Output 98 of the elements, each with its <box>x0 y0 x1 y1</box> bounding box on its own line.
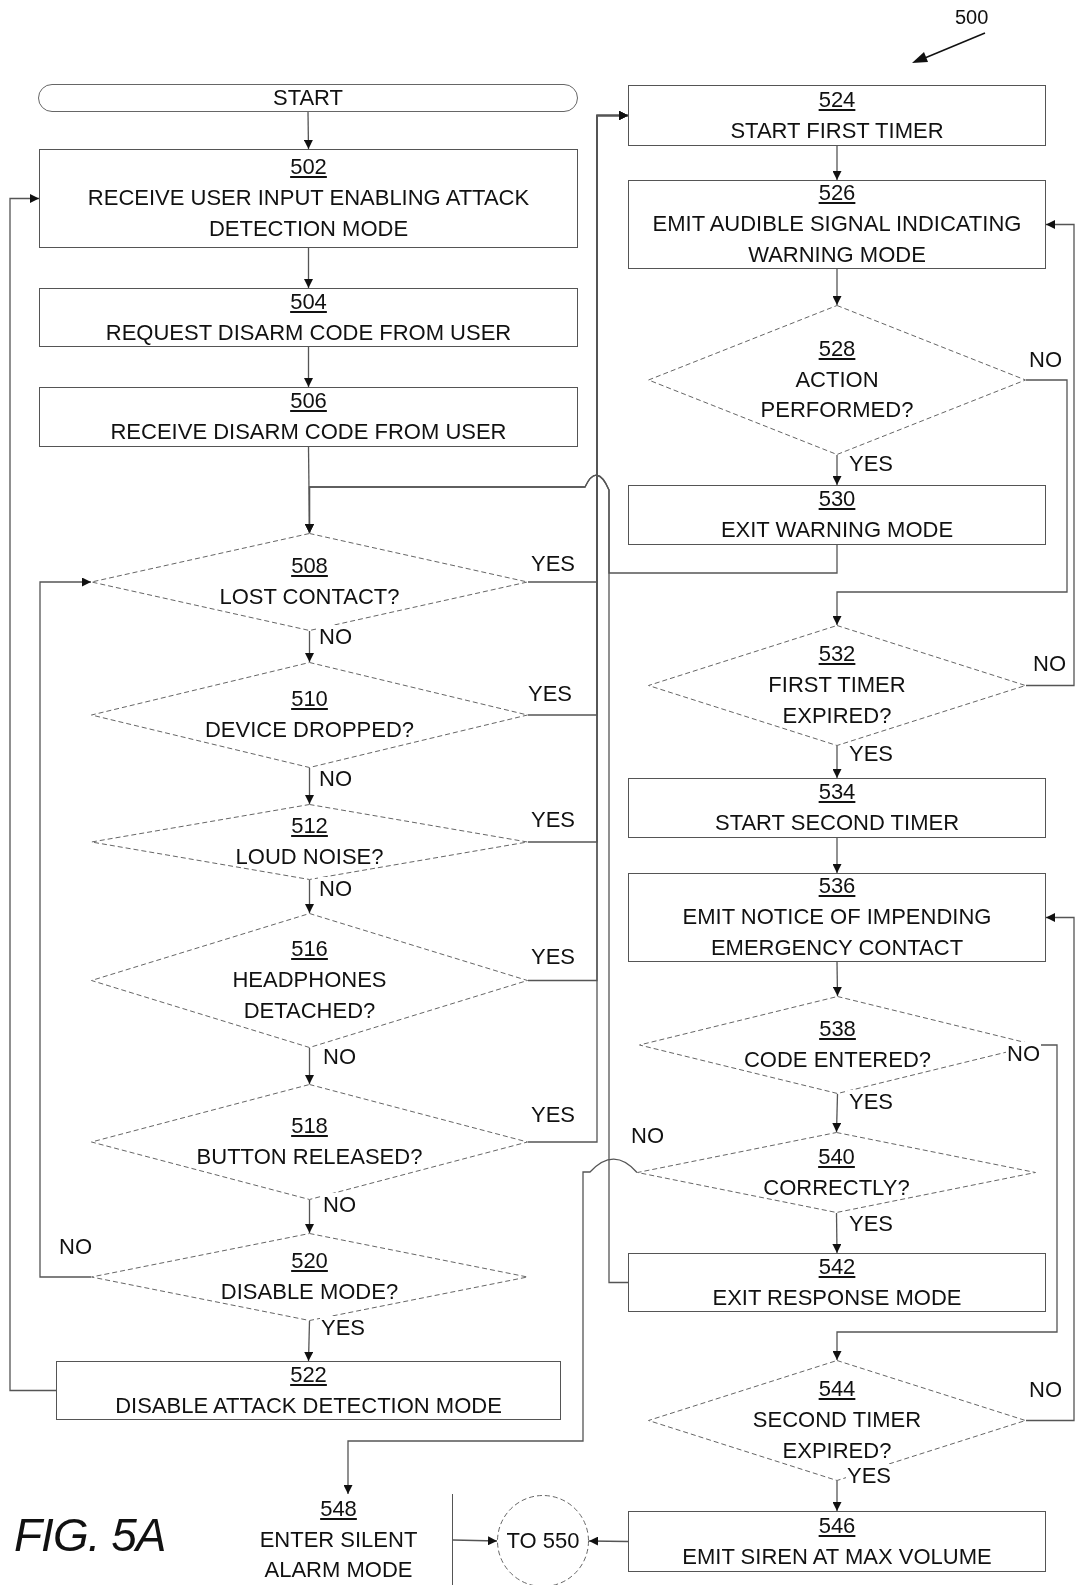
step-text: EMIT NOTICE OF IMPENDING EMERGENCY CONTACT <box>681 903 993 962</box>
arrow <box>832 268 842 306</box>
step-number: 544 <box>818 1375 856 1404</box>
step-number: 528 <box>818 334 856 363</box>
arrow <box>832 1093 842 1133</box>
process-box <box>628 1253 1046 1312</box>
decision-diamond <box>91 662 528 768</box>
step-number: 506 <box>290 387 327 416</box>
step-number: 504 <box>290 287 327 316</box>
step-number: 540 <box>818 1142 855 1171</box>
step-number: 542 <box>818 1252 856 1281</box>
process-box <box>628 873 1046 962</box>
arrow <box>304 1320 314 1362</box>
process-box <box>628 180 1046 269</box>
decision-diamond <box>648 625 1026 746</box>
step-text: CORRECTLY? <box>763 1173 910 1202</box>
step-number: 534 <box>818 778 856 807</box>
step-number: 546 <box>818 1511 856 1540</box>
step-number: 510 <box>291 685 328 714</box>
step-text: DISABLE MODE? <box>220 1278 399 1306</box>
step-number: 516 <box>291 935 328 964</box>
step-number: 536 <box>818 872 856 901</box>
decision-diamond <box>648 1360 1026 1481</box>
step-number: 520 <box>291 1247 328 1276</box>
arrow <box>304 346 313 388</box>
decision-diamond <box>91 913 528 1048</box>
step-text: EMIT SIREN AT MAX VOLUME <box>682 1542 992 1571</box>
step-number: 526 <box>818 179 856 208</box>
step-text: TO 550 <box>506 1526 580 1555</box>
step-text: START <box>272 83 344 112</box>
process-box <box>628 85 1046 146</box>
figure-label: FIG. 5A <box>14 1508 166 1562</box>
arrow <box>832 1044 1058 1361</box>
arrow <box>305 630 314 663</box>
arrow <box>343 1158 638 1495</box>
arrow <box>304 247 313 289</box>
process-box <box>39 149 578 248</box>
step-text: LOST CONTACT? <box>219 583 400 611</box>
process-box <box>39 288 578 347</box>
step-text: FIRST TIMER EXPIRED? <box>767 671 907 730</box>
arrow <box>588 1536 629 1546</box>
step-text: START FIRST TIMER <box>730 116 944 145</box>
arrow <box>1025 220 1075 687</box>
step-text: DEVICE DROPPED? <box>204 716 415 744</box>
process-box <box>39 387 578 447</box>
arrow <box>832 1480 842 1512</box>
decision-diamond <box>91 1233 528 1321</box>
step-text: BUTTON RELEASED? <box>196 1143 423 1171</box>
step-text: RECEIVE USER INPUT ENABLING ATTACK DETECTION MODE <box>86 184 531 243</box>
arrow <box>832 454 842 486</box>
reference-number: 500 <box>955 6 989 29</box>
step-number: 518 <box>291 1112 328 1141</box>
arrow <box>305 1047 314 1085</box>
step-number: 502 <box>290 153 327 182</box>
arrow <box>1025 913 1075 1422</box>
arrow <box>305 767 314 805</box>
process-box <box>628 485 1046 545</box>
process-box <box>628 1511 1046 1572</box>
step-number: 524 <box>818 85 856 114</box>
step-number: 532 <box>818 640 856 669</box>
process-box <box>56 1361 561 1420</box>
arrow <box>9 194 57 1392</box>
step-text: HEADPHONES DETACHED? <box>231 966 388 1025</box>
terminal-box <box>38 84 578 112</box>
arrow <box>832 145 842 181</box>
decision-diamond <box>91 804 528 880</box>
arrow <box>832 379 1068 626</box>
step-number: 548 <box>320 1494 357 1523</box>
process-box <box>628 778 1046 838</box>
step-number: 522 <box>290 1360 327 1389</box>
step-text: EXIT RESPONSE MODE <box>712 1283 962 1312</box>
step-text: ENTER SILENT ALARM MODE <box>258 1525 419 1585</box>
arrow <box>832 745 842 779</box>
arrow <box>39 577 92 1278</box>
arrow <box>305 879 314 914</box>
decision-diamond <box>648 305 1026 455</box>
decision-diamond <box>91 533 528 631</box>
arrow <box>303 111 313 150</box>
step-text: START SECOND TIMER <box>714 809 960 837</box>
arrow <box>452 1536 498 1546</box>
step-text: LOUD NOISE? <box>235 843 384 871</box>
step-text: SECOND TIMER EXPIRED? <box>751 1406 923 1465</box>
step-text: RECEIVE DISARM CODE FROM USER <box>110 418 507 446</box>
arrow <box>305 1199 314 1234</box>
step-text: EXIT WARNING MODE <box>720 516 954 544</box>
step-text: REQUEST DISARM CODE FROM USER <box>105 318 512 347</box>
step-text: CODE ENTERED? <box>743 1046 931 1074</box>
arrow <box>832 837 842 874</box>
step-number: 512 <box>291 812 328 841</box>
step-number: 530 <box>818 485 856 514</box>
arrow <box>832 1212 842 1254</box>
step-text: EMIT AUDIBLE SIGNAL INDICATING WARNING MODE <box>651 210 1023 269</box>
step-text: ACTION PERFORMED? <box>759 365 915 425</box>
arrow <box>527 111 629 1143</box>
step-text: DISABLE ATTACK DETECTION MODE <box>115 1391 502 1420</box>
step-number: 538 <box>819 1015 856 1044</box>
arrow <box>832 961 842 997</box>
step-number: 508 <box>291 552 328 581</box>
